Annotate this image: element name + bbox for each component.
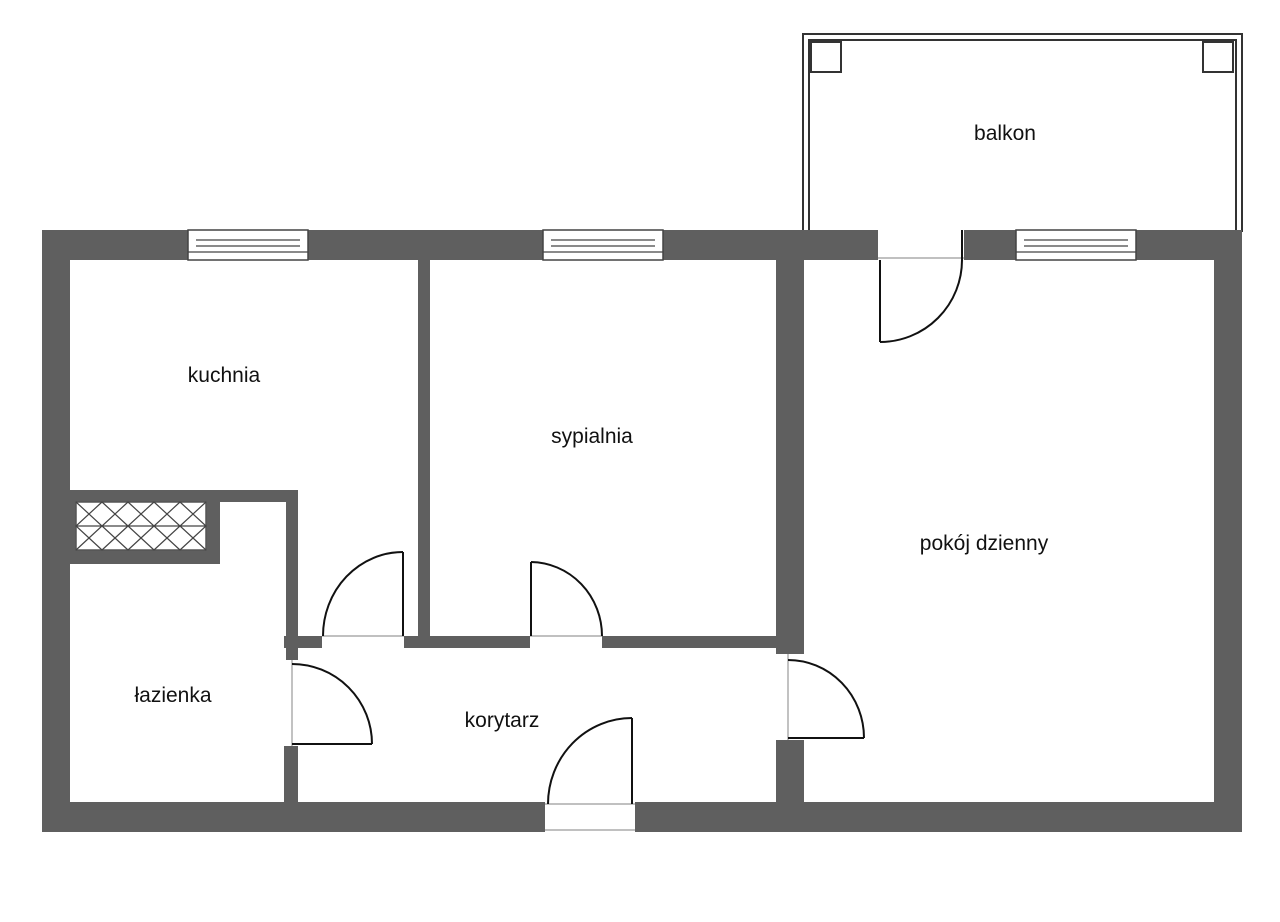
door-living-room — [776, 654, 865, 740]
wall-bathroom-corridor-lower — [284, 746, 298, 802]
wall-bedroom-living-lower — [776, 740, 804, 802]
room-label-kitchen: kuchnia — [188, 364, 261, 387]
balcony-post-left — [810, 41, 842, 73]
wall-bottom — [42, 802, 1242, 832]
window-kitchen — [187, 229, 309, 261]
doors — [284, 230, 964, 832]
wall-corridor-top-a — [404, 636, 530, 648]
room-labels: balkon kuchnia sypialnia pokój dzienny ł… — [134, 122, 1048, 732]
windows — [187, 229, 1137, 261]
room-label-hallway: korytarz — [465, 709, 540, 732]
wall-corridor-top-b — [602, 636, 776, 648]
wall-right — [1214, 230, 1242, 832]
balcony-inner-outline — [808, 39, 1237, 232]
balcony — [802, 33, 1243, 232]
wall-left — [42, 230, 70, 832]
door-balcony — [878, 230, 964, 343]
balcony-post-right — [1202, 41, 1234, 73]
window-bedroom — [542, 229, 664, 261]
door-entrance — [545, 717, 635, 832]
door-bedroom — [530, 561, 603, 648]
window-living-room — [1015, 229, 1137, 261]
walls — [42, 230, 1242, 832]
wall-bathroom-corridor-upper — [286, 490, 298, 660]
wall-kitchen-bedroom — [418, 260, 430, 648]
balcony-outline — [802, 33, 1243, 232]
room-label-bathroom: łazienka — [134, 684, 211, 707]
vent-grille — [75, 501, 207, 551]
door-bathroom — [284, 660, 373, 746]
room-label-living-room: pokój dzienny — [920, 532, 1049, 555]
room-label-balcony: balkon — [974, 122, 1036, 145]
wall-bedroom-living-upper — [776, 260, 804, 654]
room-label-bedroom: sypialnia — [551, 425, 633, 448]
door-kitchen — [322, 551, 404, 648]
